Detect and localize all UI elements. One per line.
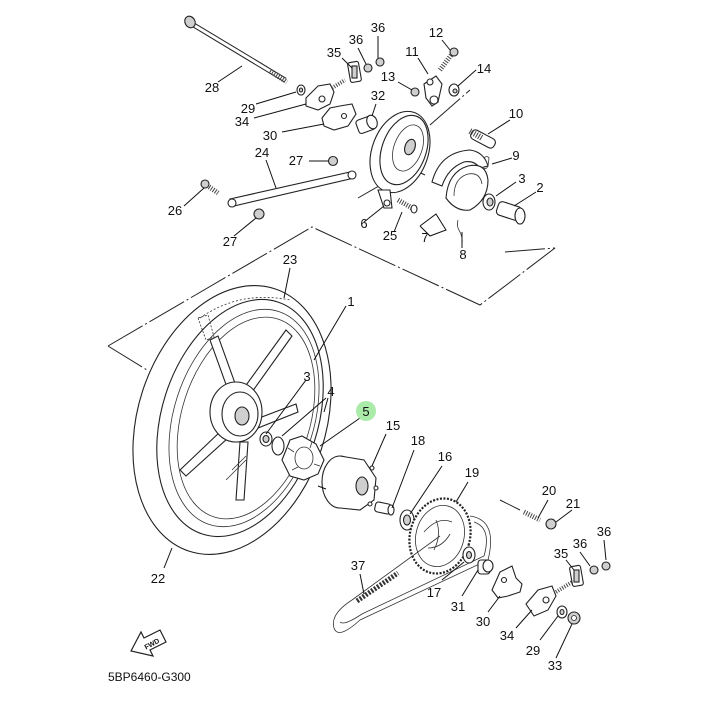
part-3-bearing-wheel — [259, 431, 273, 447]
part-4-o-ring — [271, 436, 285, 456]
callout-6[interactable]: 6 — [360, 216, 367, 231]
callout-20[interactable]: 20 — [542, 483, 556, 498]
callout-36[interactable]: 36 — [371, 20, 385, 35]
part-35-block-bottom — [569, 564, 584, 587]
part-26-bolt — [200, 179, 220, 196]
callout-30[interactable]: 30 — [263, 128, 277, 143]
callout-27[interactable]: 27 — [223, 234, 237, 249]
callout-26[interactable]: 26 — [168, 203, 182, 218]
part-7-brake-shoes — [431, 149, 489, 211]
part-33-nut — [567, 611, 581, 625]
callout-29[interactable]: 29 — [526, 643, 540, 658]
part-1-wheel-rim — [168, 308, 320, 528]
callout-33[interactable]: 33 — [548, 658, 562, 673]
callout-25[interactable]: 25 — [383, 228, 397, 243]
callout-31[interactable]: 31 — [451, 599, 465, 614]
part-9-spring — [483, 156, 490, 170]
callout-16[interactable]: 16 — [438, 449, 452, 464]
part-34-adjuster-top — [305, 78, 347, 111]
callout-labels: 28 29 34 30 35 36 36 32 13 11 12 14 10 9… — [151, 20, 611, 673]
part-18-collar — [374, 501, 395, 516]
callout-18[interactable]: 18 — [411, 433, 425, 448]
callout-30[interactable]: 30 — [476, 614, 490, 629]
leader-lines — [163, 36, 607, 659]
part-16-bearing — [399, 509, 415, 531]
part-12-bolt — [438, 47, 459, 72]
part-10-cam-shaft — [468, 128, 496, 149]
callout-12[interactable]: 12 — [429, 25, 443, 40]
callout-35[interactable]: 35 — [554, 546, 568, 561]
part-37-chain — [333, 515, 492, 633]
assembly-outline — [107, 89, 556, 371]
callout-3[interactable]: 3 — [518, 171, 525, 186]
part-brake-panel — [369, 110, 431, 209]
part-15-clutch-hub — [317, 455, 379, 511]
part-30-plate-bottom — [491, 565, 523, 599]
callout-4[interactable]: 4 — [327, 384, 334, 399]
chain-guide-line — [499, 499, 521, 511]
callout-37[interactable]: 37 — [351, 558, 365, 573]
part-27-nut-lower — [253, 208, 265, 220]
callout-35[interactable]: 35 — [327, 45, 341, 60]
callout-28[interactable]: 28 — [205, 80, 219, 95]
part-29-washer-bottom — [556, 605, 568, 619]
callout-34[interactable]: 34 — [500, 628, 514, 643]
callout-34[interactable]: 34 — [235, 114, 249, 129]
callout-36[interactable]: 36 — [349, 32, 363, 47]
part-29-washer-top — [296, 84, 306, 96]
callout-19[interactable]: 19 — [465, 465, 479, 480]
part-25-bolt — [396, 197, 418, 214]
part-2-collar — [495, 201, 526, 225]
part-28-axle — [184, 15, 289, 85]
part-27-nut-upper — [327, 155, 339, 167]
part-35-block-top — [347, 60, 362, 83]
callout-23[interactable]: 23 — [283, 252, 297, 267]
part-32-collar — [355, 114, 378, 135]
part-20-stud — [522, 509, 542, 523]
callout-32[interactable]: 32 — [371, 88, 385, 103]
callout-24[interactable]: 24 — [255, 145, 269, 160]
callout-11[interactable]: 11 — [405, 44, 419, 59]
callout-15[interactable]: 15 — [386, 418, 400, 433]
callout-17[interactable]: 17 — [427, 585, 441, 600]
part-14-washer — [448, 83, 460, 97]
part-13-nut — [410, 87, 420, 97]
callout-13[interactable]: 13 — [381, 69, 395, 84]
callout-29[interactable]: 29 — [241, 101, 255, 116]
callout-3[interactable]: 3 — [303, 369, 310, 384]
part-5-damper — [281, 435, 325, 481]
callout-27[interactable]: 27 — [289, 153, 303, 168]
callout-22[interactable]: 22 — [151, 571, 165, 586]
diagram-code: 5BP6460-G300 — [108, 670, 191, 684]
callout-7[interactable]: 7 — [421, 230, 428, 245]
callout-36[interactable]: 36 — [597, 524, 611, 539]
callout-14[interactable]: 14 — [477, 61, 491, 76]
part-23-tube-valve — [197, 297, 291, 341]
part-36-nuts-top — [363, 57, 385, 73]
callout-1[interactable]: 1 — [347, 294, 354, 309]
highlight-marker — [356, 401, 376, 421]
part-24-torque-rod — [227, 170, 357, 208]
part-17-bearing — [462, 546, 476, 564]
part-34-adjuster-bottom — [525, 580, 574, 617]
part-30-plate-top — [321, 103, 357, 131]
callout-21[interactable]: 21 — [566, 496, 580, 511]
callout-8[interactable]: 8 — [459, 247, 466, 262]
part-31-collar — [477, 559, 494, 575]
part-11-cam-lever — [423, 75, 443, 107]
part-3-bearing-top — [482, 193, 496, 211]
part-36-nuts-bottom — [589, 561, 611, 575]
callout-5-highlighted[interactable]: 5 — [362, 404, 369, 419]
callout-9[interactable]: 9 — [512, 148, 519, 163]
fwd-direction-arrow: FWD — [130, 629, 167, 657]
callout-10[interactable]: 10 — [509, 106, 523, 121]
part-21-nut — [545, 518, 557, 530]
callout-2[interactable]: 2 — [536, 180, 543, 195]
callout-36[interactable]: 36 — [573, 536, 587, 551]
